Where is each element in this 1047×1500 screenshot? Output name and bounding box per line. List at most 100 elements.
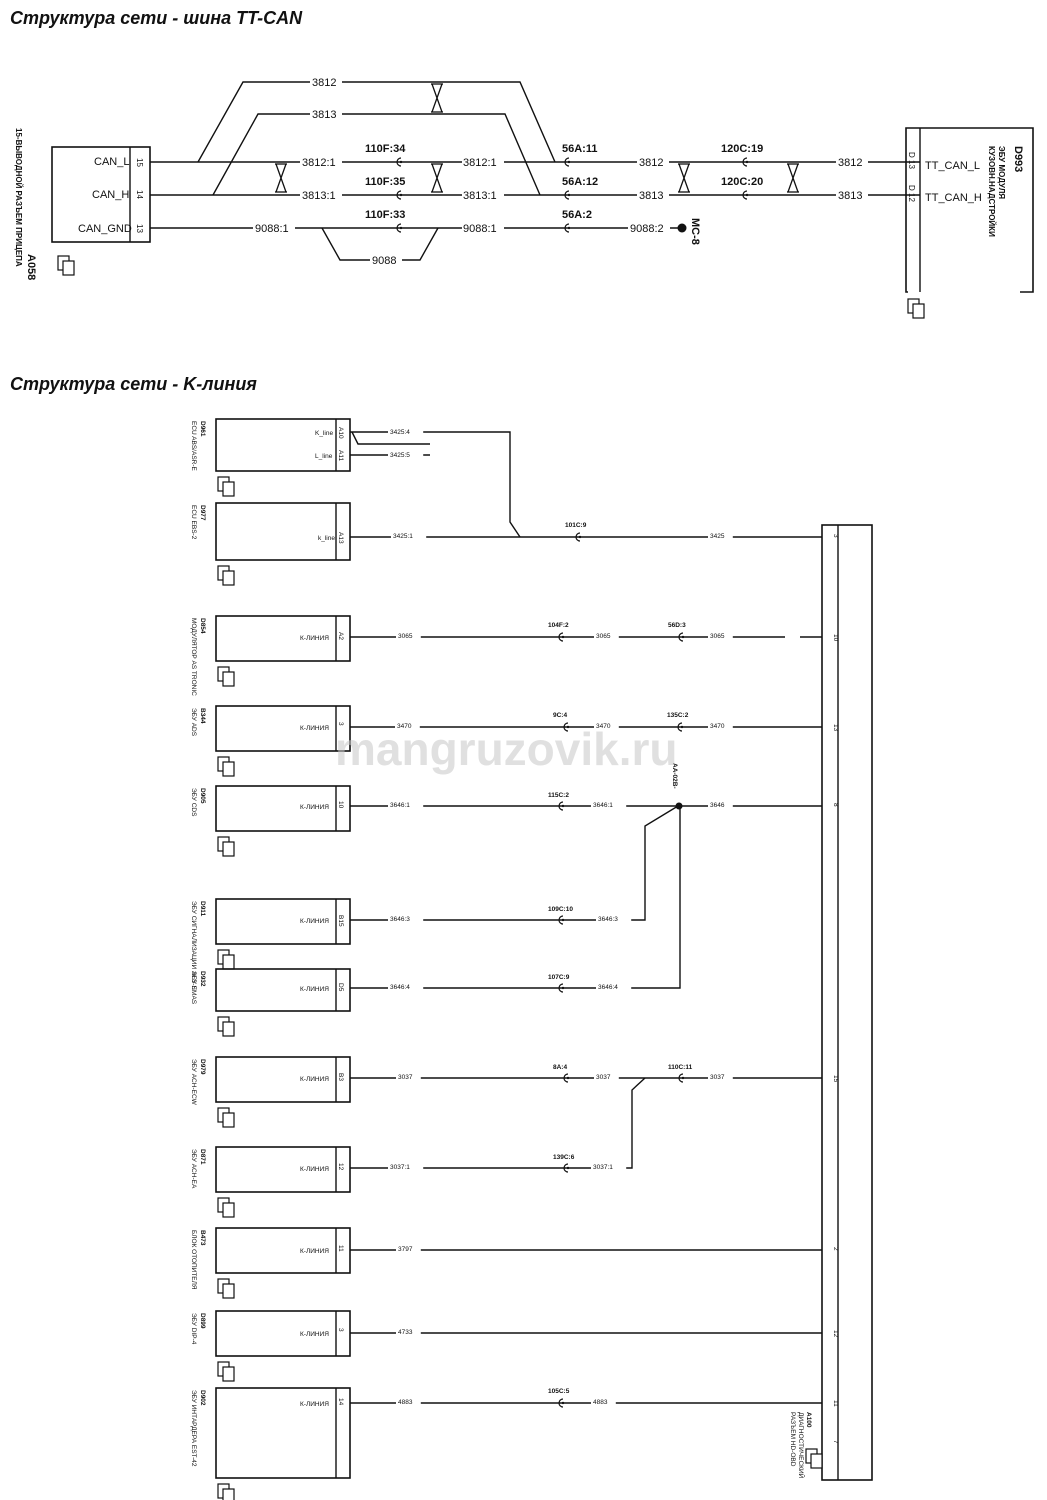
- ecu-doc-icon: [217, 565, 235, 586]
- ecu-desc: ЭБУ СИГНАЛИЗАЦИИ ALS-S: [190, 901, 197, 990]
- connector-label: 56A:12: [562, 176, 598, 188]
- d993-desc: КУЗОВН.НАДСТРОЙКИ: [987, 146, 996, 237]
- wire-label: 3813:1: [463, 190, 497, 202]
- wire-label: 9088: [372, 255, 396, 267]
- bus-pin-num: 10: [832, 634, 839, 642]
- connector-label: 110F:33: [365, 209, 405, 221]
- wire-label: 3646:3: [598, 916, 618, 923]
- ecu-id: D977: [199, 505, 206, 521]
- wire-label: 3813: [838, 190, 862, 202]
- wire-label: 4733: [398, 1329, 413, 1336]
- ecu-doc-icon: [217, 666, 235, 687]
- connector-label: 105C:5: [548, 1388, 570, 1395]
- pin-label: К-ЛИНИЯ: [300, 725, 329, 732]
- ecu-box-d932: [215, 968, 351, 1012]
- wire-label: 3646:1: [593, 802, 613, 809]
- ecu-id: D911: [199, 901, 206, 917]
- diag-desc: ДИАГНОСТИЧЕСКИЙ: [797, 1412, 806, 1479]
- pin-num: 10: [337, 801, 344, 809]
- ecu-desc: ЭБУ ACH-EA: [190, 1149, 197, 1189]
- bus-pin-num: 13: [832, 724, 839, 732]
- wire-label: 3425:1: [393, 533, 413, 540]
- ecu-doc-icon: [217, 756, 235, 777]
- wire-label: 3813: [639, 190, 663, 202]
- pin-num: B3: [337, 1073, 344, 1081]
- d993-box: [905, 127, 1034, 293]
- wire-label: 3812: [838, 157, 862, 169]
- wire-label: 3813: [312, 109, 336, 121]
- ecu-id: D854: [199, 618, 206, 634]
- wire-label: 3646:4: [390, 984, 410, 991]
- wire-label: 3425:4: [390, 429, 410, 436]
- a058-doc-icon: [57, 255, 75, 276]
- connector-label: 120C:20: [721, 176, 763, 188]
- ground-label: MC-8: [689, 218, 701, 245]
- ecu-desc: ЭБУ ADS: [190, 708, 197, 737]
- wire-label: 4883: [398, 1399, 413, 1406]
- pin-num: 3: [337, 1328, 344, 1332]
- ecu-box-d961: [215, 418, 351, 472]
- d993-desc: ЭБУ МОДУЛЯ: [997, 146, 1006, 199]
- a058-pin-num: 13: [135, 224, 144, 233]
- wire-label: 3065: [596, 633, 611, 640]
- ecu-box-d911: [215, 898, 351, 945]
- ecu-box-d979: [215, 1056, 351, 1103]
- wire-label: 9088:1: [463, 223, 497, 235]
- ecu-box-d977: [215, 502, 351, 561]
- a058-desc: 15-ВЫВОДНОЙ РАЗЪЕМ ПРИЦЕПА: [14, 128, 23, 267]
- can-title: Структура сети - шина TT-CAN: [10, 8, 303, 28]
- pin-label: К-ЛИНИЯ: [300, 635, 329, 642]
- wire-label: 3425: [710, 533, 725, 540]
- pin-label: L_line: [315, 453, 333, 460]
- connector-label: 109C:10: [548, 906, 573, 913]
- ecu-desc: ЭБУ CDS: [190, 788, 197, 817]
- ecu-id: D905: [199, 788, 206, 804]
- wire-label: 3646:1: [390, 802, 410, 809]
- ecu-desc: ECU EBS-2: [190, 505, 197, 540]
- wire-label: 3812: [312, 77, 336, 89]
- pin-label: К-ЛИНИЯ: [300, 1076, 329, 1083]
- connector-label: 104F:2: [548, 622, 569, 629]
- connector-label: 110F:35: [365, 176, 405, 188]
- wire-label: 3646:4: [598, 984, 618, 991]
- ground-dot: [677, 223, 687, 233]
- pin-num: 3: [337, 722, 344, 726]
- d993-pin: TT_CAN_H: [925, 192, 982, 204]
- wire-label: 3812:1: [302, 157, 336, 169]
- diag-connector-bar: [821, 524, 873, 1481]
- connector-label: 56D:3: [668, 622, 686, 629]
- pin-label: К-ЛИНИЯ: [300, 1401, 329, 1408]
- ecu-doc-icon: [217, 1197, 235, 1218]
- d993-doc-icon: [907, 298, 925, 319]
- ecu-id: D899: [199, 1313, 206, 1329]
- wire-label: 9088:2: [630, 223, 664, 235]
- connector-label: 139C:6: [553, 1154, 575, 1161]
- pin-label: К-ЛИНИЯ: [300, 804, 329, 811]
- wire-label: 3470: [397, 723, 412, 730]
- bus-pin-num: 11: [832, 1400, 839, 1407]
- diag-doc-icon: [805, 1448, 823, 1469]
- wire-label: 3037: [596, 1074, 611, 1081]
- connector-label: 107C:9: [548, 974, 570, 981]
- ecu-doc-icon: [217, 1278, 235, 1299]
- d993-id: D993: [1012, 146, 1024, 172]
- bus-pin-num: 8: [832, 803, 839, 807]
- wire-label: 3037:1: [593, 1164, 613, 1171]
- pin-num: 14: [337, 1398, 344, 1406]
- pin-label: К-ЛИНИЯ: [300, 1248, 329, 1255]
- pin-num: A2: [337, 632, 344, 640]
- diag-id: A100: [805, 1412, 812, 1428]
- wire-label: 3797: [398, 1246, 413, 1253]
- wire-label: 3470: [710, 723, 725, 730]
- pin-label: K_line: [315, 430, 333, 437]
- connector-label: 9C:4: [553, 712, 567, 719]
- a058-id: A058: [25, 254, 37, 280]
- pin-num: 12: [337, 1163, 344, 1171]
- wire-label: 3646:3: [390, 916, 410, 923]
- ecu-doc-icon: [217, 1483, 235, 1500]
- pin-num: 11: [337, 1245, 344, 1252]
- ecu-desc: ЭБУ EMAS: [190, 971, 197, 1005]
- d993-pin: TT_CAN_L: [925, 160, 980, 172]
- ecu-desc: ЭБУ ACH-ECW: [190, 1059, 197, 1106]
- wire-label: 3037:1: [390, 1164, 410, 1171]
